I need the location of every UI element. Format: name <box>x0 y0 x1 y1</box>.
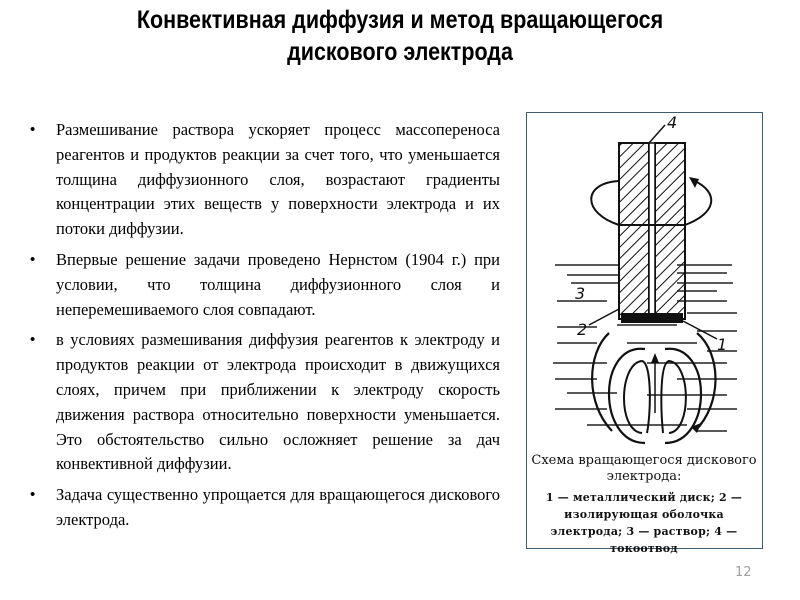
rotation-arrow-icon <box>590 180 713 226</box>
bullet-item: • Впервые решение задачи проведено Нернс… <box>30 248 500 322</box>
bullet-text: Задача существенно упрощается для вращаю… <box>56 485 500 529</box>
electrode-figure: 4 3 2 1 Схема вращающегося дискового эле… <box>526 112 763 555</box>
bullet-list: • Размешивание раствора ускоряет процесс… <box>30 118 500 539</box>
bullet-text: в условиях размешивания диффузия реагент… <box>56 330 500 474</box>
label-1: 1 <box>717 335 727 354</box>
bullet-icon: • <box>30 331 36 349</box>
insulating-shell-right <box>654 142 686 320</box>
bullet-item: • в условиях размешивания диффузия реаге… <box>30 328 500 477</box>
flow-loop-left-icon <box>608 347 646 445</box>
figure-caption: Схема вращающегося дискового электрода: … <box>527 453 761 557</box>
page-number: 12 <box>735 565 752 580</box>
bullet-text: Впервые решение задачи проведено Нернсто… <box>56 249 500 319</box>
bullet-icon: • <box>30 486 36 504</box>
bullet-icon: • <box>30 250 36 268</box>
bullet-text: Размешивание раствора ускоряет процесс м… <box>56 120 500 239</box>
slide-title-line-1: Конвективная диффузия и метод вращающего… <box>136 6 664 34</box>
rotating-disk-electrode-diagram-icon: 4 3 2 1 <box>553 113 737 445</box>
figure-caption-title: Схема вращающегося дискового электрода: <box>531 453 757 484</box>
bullet-item: • Задача существенно упрощается для вращ… <box>30 483 500 533</box>
slide-title-line-2: дискового электрода <box>287 38 513 66</box>
label-2: 2 <box>577 320 587 339</box>
label-4: 4 <box>667 113 677 132</box>
slide-title: Конвективная диффузия и метод вращающего… <box>56 4 744 68</box>
figure-caption-legend: 1 — металлический диск; 2 — изолирующая … <box>545 491 743 555</box>
bullet-icon: • <box>30 121 36 138</box>
label-3: 3 <box>575 284 585 303</box>
bullet-item: • Размешивание раствора ускоряет процесс… <box>30 118 500 242</box>
metal-disk <box>621 313 683 323</box>
flow-loop-right-icon <box>664 347 702 445</box>
insulating-shell-left <box>618 142 650 320</box>
current-lead <box>648 142 656 320</box>
